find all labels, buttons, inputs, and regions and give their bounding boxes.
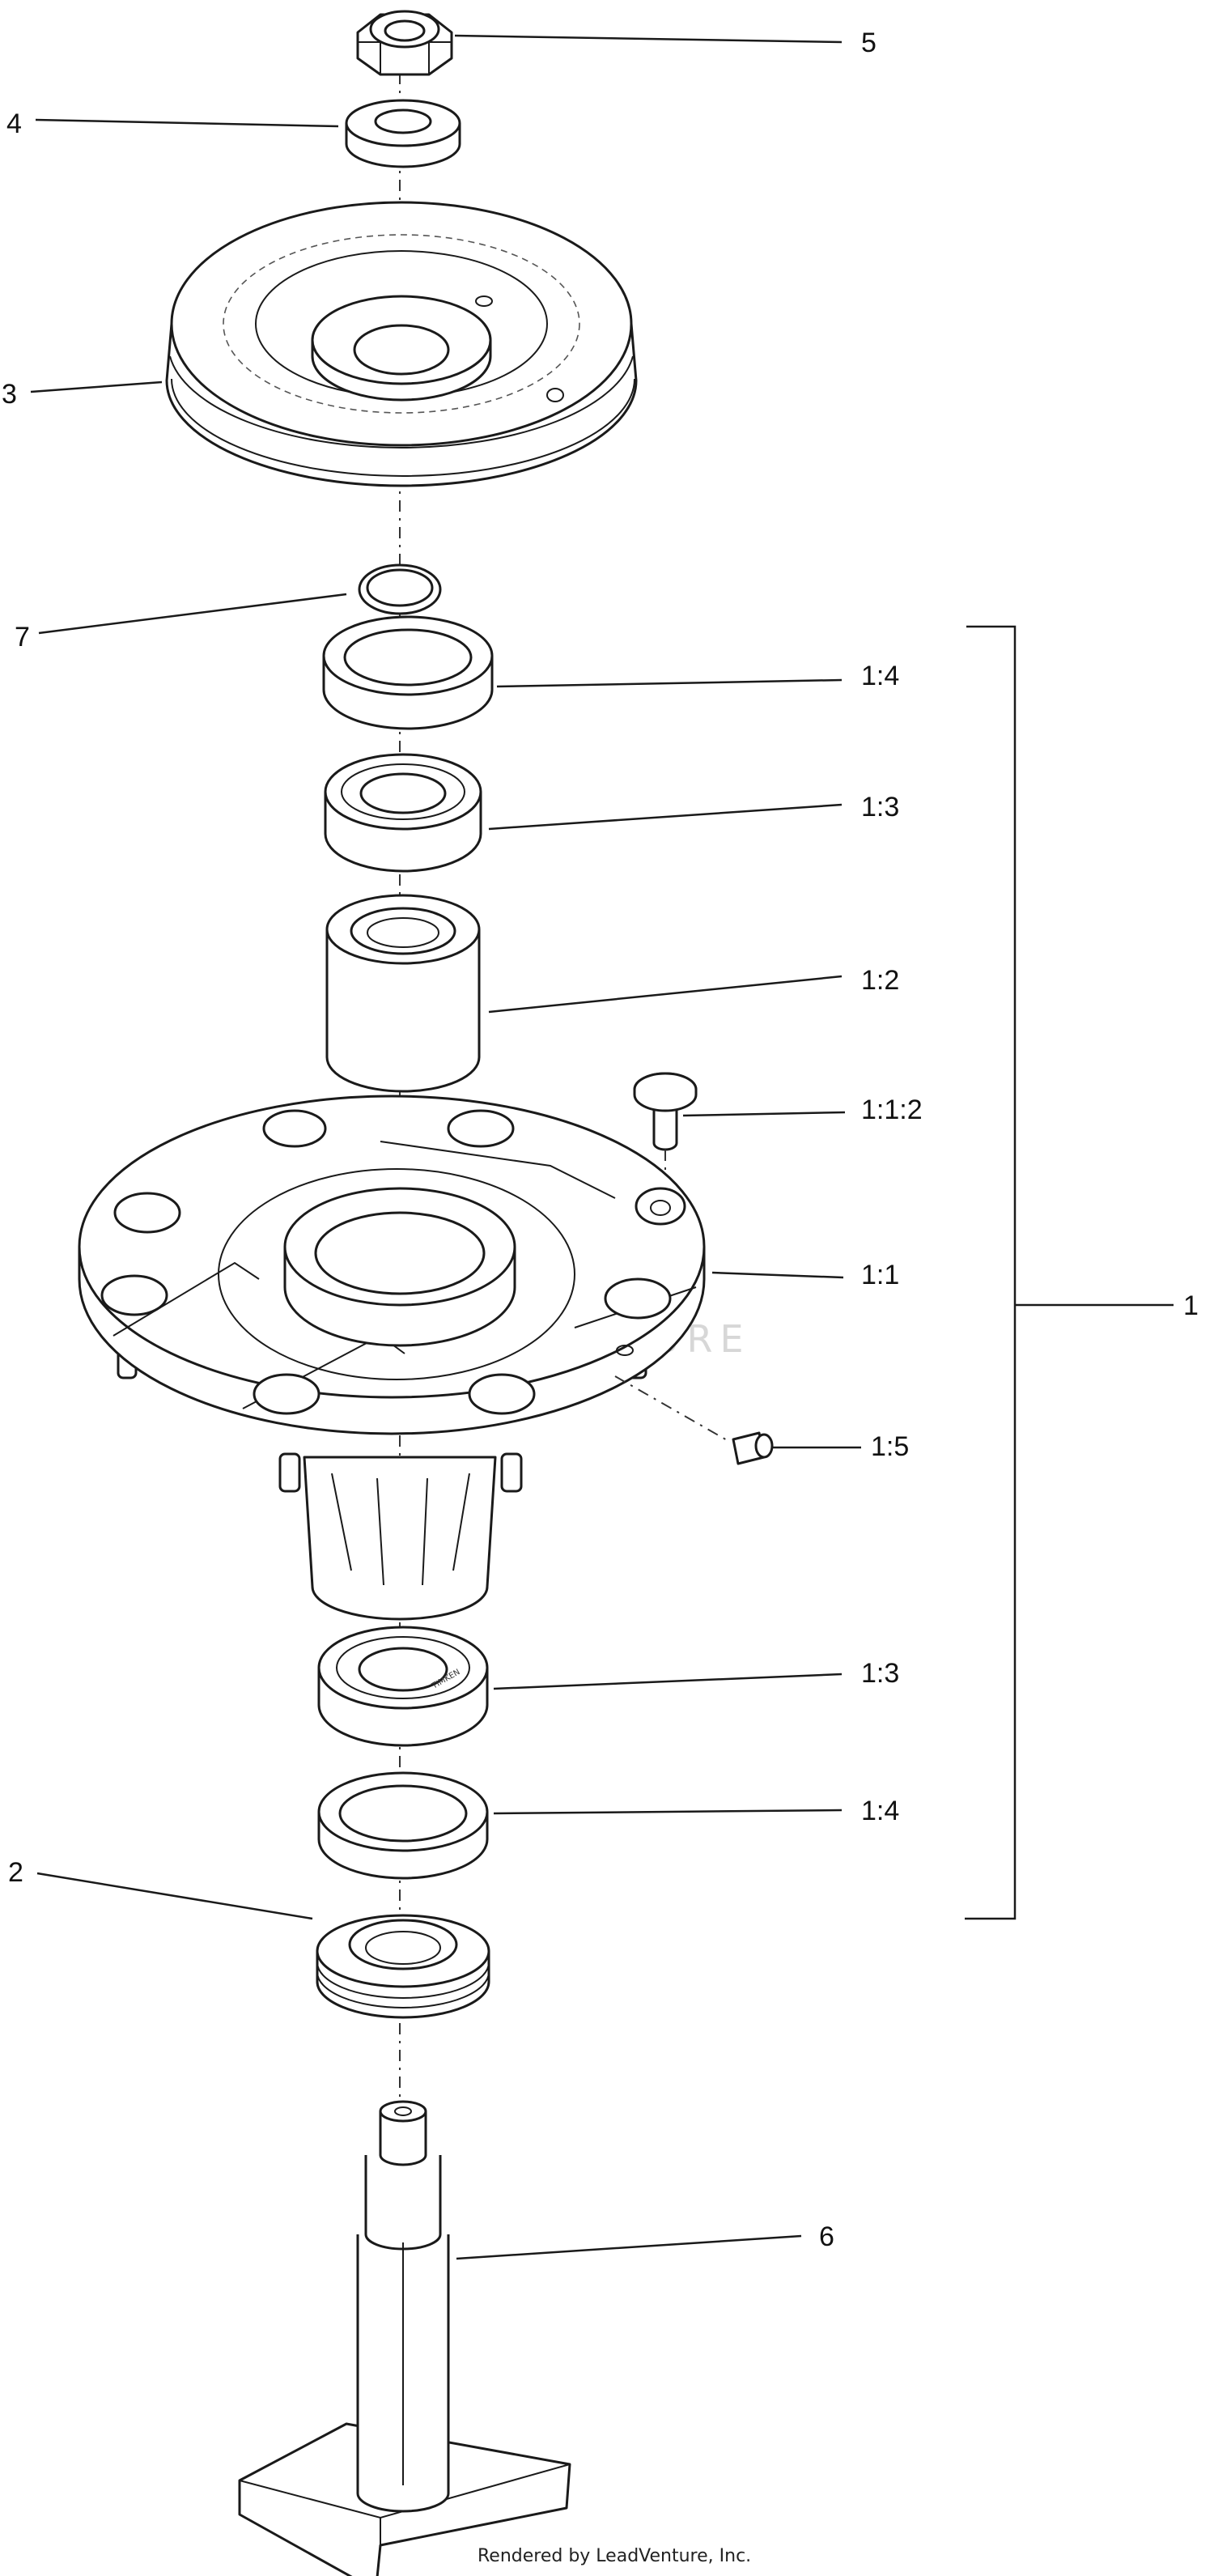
part-6-spindle-shaft xyxy=(238,2100,571,2576)
callout-1-1-2: 1:1:2 xyxy=(861,1095,923,1125)
footer-credit: Rendered by LeadVenture, Inc. xyxy=(478,2546,751,2566)
callout-1-1: 1:1 xyxy=(861,1260,899,1290)
callout-2: 2 xyxy=(8,1857,23,1888)
part-1-1-housing xyxy=(78,1095,706,1621)
part-1-4-bottom-seal xyxy=(317,1771,489,1880)
part-1-4-top-seal xyxy=(322,615,494,730)
part-1-3-bottom-bearing: TIMKEN xyxy=(317,1626,489,1747)
leader-lines xyxy=(30,34,1174,2260)
part-2-bushing xyxy=(316,1914,490,2019)
callout-5: 5 xyxy=(861,28,877,58)
part-4-washer xyxy=(345,99,461,168)
part-7-snap-ring xyxy=(358,563,442,615)
callout-3: 3 xyxy=(2,379,17,410)
part-1-2-spacer xyxy=(325,894,481,1093)
callout-1: 1 xyxy=(1183,1290,1199,1321)
callout-1-4-top: 1:4 xyxy=(861,661,899,691)
callout-labels: 5 4 3 7 1:4 1:3 1:2 1:1:2 1:1 1 1:5 1:3 … xyxy=(2,28,1199,2252)
callout-7: 7 xyxy=(15,622,30,653)
callout-1-3-top: 1:3 xyxy=(861,792,899,823)
callout-6: 6 xyxy=(819,2221,834,2252)
callout-4: 4 xyxy=(6,108,22,139)
callout-1-3-bottom: 1:3 xyxy=(861,1658,899,1689)
part-3-pulley xyxy=(165,201,638,487)
callout-1-2: 1:2 xyxy=(861,965,899,996)
callout-1-4-bottom: 1:4 xyxy=(861,1796,899,1826)
part-1-3-top-bearing xyxy=(324,753,482,873)
part-5-lock-nut xyxy=(356,10,453,76)
callout-1-5: 1:5 xyxy=(871,1431,909,1462)
part-1-5-grease-fitting xyxy=(732,1431,774,1465)
grease-fitting-axis xyxy=(614,1375,729,1442)
part-1-1-2-plug xyxy=(633,1072,698,1151)
